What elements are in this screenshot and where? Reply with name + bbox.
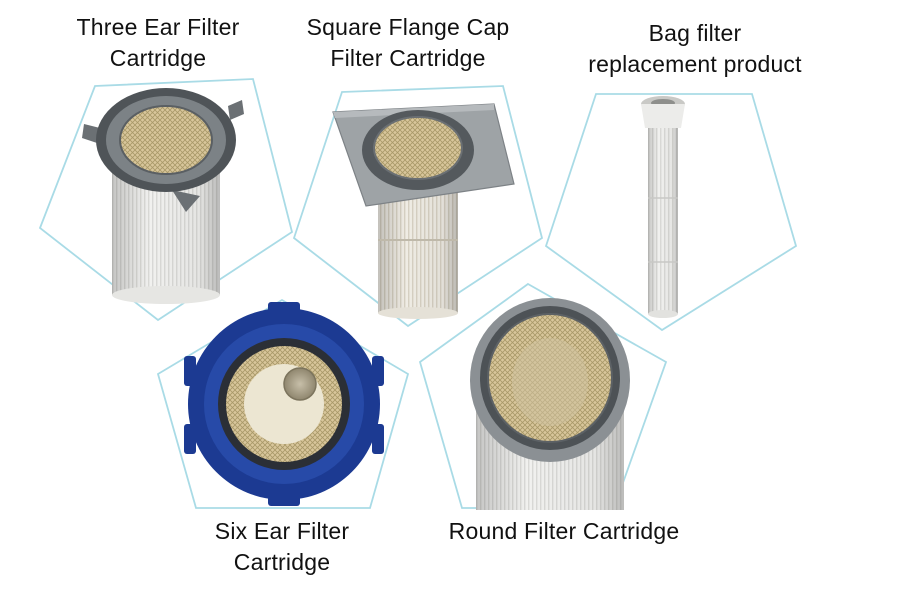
six-ear-cartridge-panel [156, 298, 410, 509]
square-flange-frame [292, 85, 544, 328]
round-label-line-1: Round Filter Cartridge [448, 518, 680, 544]
three-ear-label-line-1: Three Ear Filter [76, 14, 240, 40]
three-ear-frame [38, 78, 294, 322]
six-ear-frame [156, 298, 410, 509]
six-ear-label-line-2: Cartridge [233, 549, 331, 575]
square-flange-cartridge-image [332, 103, 515, 319]
square-flange-label-line-1: Square Flange Cap [306, 14, 510, 40]
three-ear-cartridge-panel [38, 78, 294, 322]
three-ear-label-line-2: Cartridge [109, 45, 207, 71]
bag-filter-panel [544, 93, 798, 332]
six-ear-label-line-1: Six Ear Filter [214, 518, 350, 544]
square-flange-label: Square Flange Cap Filter Cartridge [278, 12, 538, 74]
three-ear-label: Three Ear Filter Cartridge [48, 12, 268, 74]
bag-filter-label-line-2: replacement product [588, 51, 802, 77]
square-flange-cartridge-panel [292, 85, 544, 328]
round-cartridge-panel [418, 282, 668, 510]
square-flange-label-line-2: Filter Cartridge [330, 45, 486, 71]
six-ear-label: Six Ear Filter Cartridge [182, 516, 382, 578]
bag-filter-label-line-1: Bag filter [648, 20, 742, 46]
three-ear-cartridge-image [82, 88, 244, 304]
six-ear-cartridge-image [184, 302, 384, 506]
bag-filter-image [641, 96, 685, 318]
bag-filter-label: Bag filter replacement product [560, 18, 830, 80]
bag-filter-frame [544, 93, 798, 332]
round-cartridge-image [470, 298, 630, 510]
round-label: Round Filter Cartridge [424, 516, 704, 547]
